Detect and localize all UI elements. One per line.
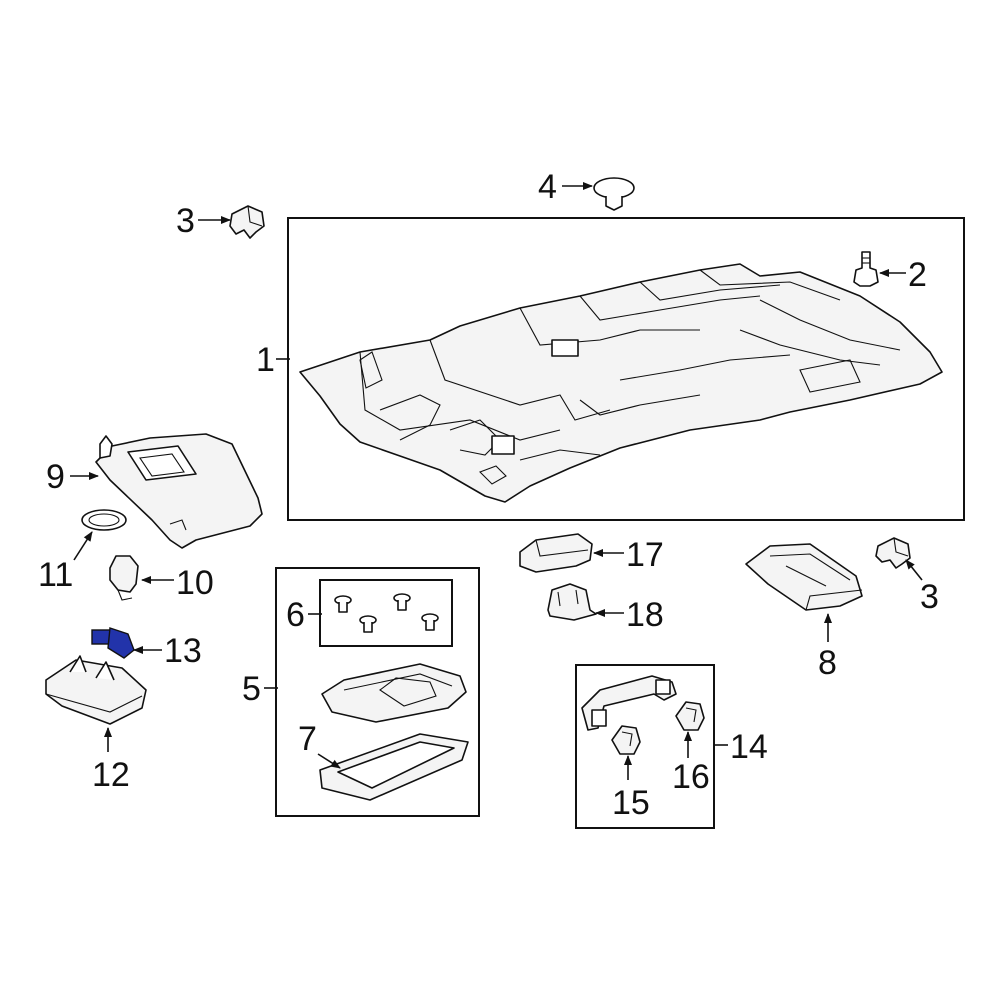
cover-part-16[interactable] xyxy=(675,701,705,731)
lamp-housing-part-12[interactable] xyxy=(45,655,147,725)
callout-label-10: 10 xyxy=(176,564,214,602)
callout-6: 6 xyxy=(286,596,322,634)
bezel-part-11[interactable] xyxy=(81,509,127,531)
callout-label-13: 13 xyxy=(164,632,202,670)
assist-grip-part-14[interactable] xyxy=(581,675,677,731)
clip-part-3-lower[interactable] xyxy=(875,537,911,569)
callout-16: 16 xyxy=(672,731,710,796)
screws-part-6[interactable] xyxy=(334,593,439,633)
lens-part-7[interactable] xyxy=(319,733,469,801)
callout-8: 8 xyxy=(818,613,837,682)
group-box-1 xyxy=(287,217,965,521)
room-lamp-part-8[interactable] xyxy=(745,543,863,611)
callout-label-12: 12 xyxy=(92,756,130,794)
callout-label-2: 2 xyxy=(908,256,927,294)
callout-2: 2 xyxy=(879,256,927,294)
callout-label-4: 4 xyxy=(538,168,557,206)
callout-label-6: 6 xyxy=(286,596,305,634)
callout-label-8: 8 xyxy=(818,644,837,682)
callout-label-14: 14 xyxy=(730,728,768,766)
callout-label-9: 9 xyxy=(46,458,65,496)
callout-9: 9 xyxy=(46,458,99,496)
holder-clip-part-10[interactable] xyxy=(109,555,139,601)
group-box-5 xyxy=(275,567,480,817)
group-box-6 xyxy=(319,579,453,647)
map-lamp-part-5[interactable] xyxy=(321,663,467,723)
callout-13: 13 xyxy=(133,632,202,670)
callout-5: 5 xyxy=(242,670,278,708)
cover-part-15[interactable] xyxy=(611,725,641,755)
callout-3-upper: 3 xyxy=(176,202,231,240)
bolt-part-2[interactable] xyxy=(853,251,879,287)
bracket-part-18[interactable] xyxy=(547,583,597,621)
callout-3-lower: 3 xyxy=(905,559,939,616)
group-box-14 xyxy=(575,664,715,829)
callout-label-15: 15 xyxy=(612,784,650,822)
callout-1: 1 xyxy=(256,341,290,379)
callout-7: 7 xyxy=(298,720,341,769)
callout-label-7: 7 xyxy=(298,720,317,758)
callout-label-1: 1 xyxy=(256,341,275,379)
callout-label-16: 16 xyxy=(672,758,710,796)
callout-label-3-lower: 3 xyxy=(920,578,939,616)
push-clip-part-4[interactable] xyxy=(593,177,635,211)
callout-label-5: 5 xyxy=(242,670,261,708)
callout-14: 14 xyxy=(714,728,768,766)
callout-11: 11 xyxy=(38,531,93,594)
headliner-part-1[interactable] xyxy=(299,263,943,503)
callout-label-18: 18 xyxy=(626,596,664,634)
sun-visor-part-9[interactable] xyxy=(95,433,263,549)
callout-label-11: 11 xyxy=(38,556,73,594)
callout-12: 12 xyxy=(92,727,130,794)
callout-15: 15 xyxy=(612,755,650,822)
callout-4: 4 xyxy=(538,168,593,206)
callout-18: 18 xyxy=(595,596,664,634)
bulb-part-13[interactable] xyxy=(91,627,135,659)
callout-label-17: 17 xyxy=(626,536,664,574)
callout-17: 17 xyxy=(593,536,664,574)
callout-10: 10 xyxy=(141,564,214,602)
connector-part-17[interactable] xyxy=(519,533,593,573)
callout-label-3-upper: 3 xyxy=(176,202,195,240)
clip-part-3-upper[interactable] xyxy=(229,205,265,239)
